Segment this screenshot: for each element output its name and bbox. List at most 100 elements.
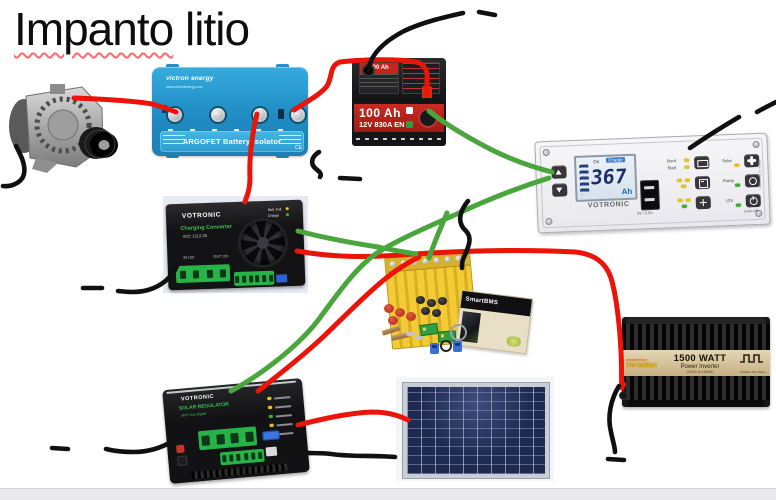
blue-connector xyxy=(430,343,439,354)
key-ring xyxy=(450,324,467,341)
converter-model: VCC 1212-30 xyxy=(182,232,207,239)
converter-name: Charging Converter xyxy=(180,224,233,232)
cell-stud xyxy=(389,260,396,268)
tank-icon-line xyxy=(700,181,705,183)
terminal-hole xyxy=(244,431,254,442)
inverter-title-block: 1500 WATT Power Inverter 12VDC to 115VAC xyxy=(664,353,736,374)
terminal-hole xyxy=(179,270,186,279)
terminal-cap-red xyxy=(384,304,394,313)
battery-top: 100 Ah xyxy=(352,58,446,108)
isolator-post-3 xyxy=(253,108,267,122)
control-panel: On Charge 367 Ah VOTRONIC 5V / 2.5A Bord… xyxy=(534,132,771,234)
wire-black-inverter-ground-dash xyxy=(605,456,627,463)
tank-select-button[interactable] xyxy=(694,175,711,190)
aux-button[interactable] xyxy=(695,195,712,210)
converter-fan xyxy=(240,220,286,266)
power-inverter: windynation VertaMax 1500 WATT Power Inv… xyxy=(619,317,770,407)
label-start: Start xyxy=(667,165,677,171)
charging-converter: VOTRONIC Charging Converter VCC 1212-30 … xyxy=(165,199,306,291)
regulator-name: SOLAR REGULATOR xyxy=(178,401,230,412)
converter-output-label: OUT 12V xyxy=(213,254,229,259)
alternator-hub xyxy=(47,109,79,141)
battery-brand-emblem xyxy=(418,108,438,128)
pulley-hub xyxy=(98,140,110,150)
terminal-hole xyxy=(248,274,253,283)
starter-battery: 100 Ah 100 Ah 12V 830A EN xyxy=(352,58,446,146)
solar-panel-photo xyxy=(396,377,554,481)
led-12v xyxy=(735,203,741,207)
regulator-body: VOTRONIC SOLAR REGULATOR MPP Duo Digital xyxy=(162,378,310,484)
power-icon-bar xyxy=(752,196,754,201)
solar-panel-cells xyxy=(407,387,545,474)
regulator-fuse xyxy=(262,430,280,441)
pump-icon xyxy=(748,176,758,186)
inverter-positive-terminal xyxy=(619,381,626,388)
converter-connector xyxy=(276,274,288,283)
regulator-socket-red xyxy=(176,444,185,454)
led-aux-3 xyxy=(681,184,687,188)
blue-connector xyxy=(453,341,462,352)
inverter-label-band: windynation VertaMax 1500 WATT Power Inv… xyxy=(622,350,770,376)
battery-spec: 12V 830A EN xyxy=(359,120,405,129)
led-aux-2 xyxy=(684,178,690,182)
terminal-hole xyxy=(262,274,267,282)
regulator-led-text xyxy=(275,414,292,417)
terminal-hole xyxy=(193,269,200,278)
regulator-terminal-block-small xyxy=(219,448,265,466)
terminal-cap-red xyxy=(388,316,398,325)
terminal-hole xyxy=(236,453,241,462)
panel-down-button[interactable] xyxy=(551,183,568,197)
converter-led-full-label: Batt. Full xyxy=(267,207,282,212)
regulator-led-text xyxy=(275,405,292,409)
isolator-post-1 xyxy=(168,108,182,122)
led-solar xyxy=(734,163,740,167)
inverter-brand-block: windynation VertaMax xyxy=(622,358,664,369)
inverter-wave-block: Modified Sine Wave xyxy=(736,352,770,374)
cell-stud xyxy=(455,255,462,262)
battery-negative-terminal xyxy=(364,66,373,75)
lcd-bargraph xyxy=(579,164,590,195)
led-start xyxy=(684,165,690,169)
battery-badge-green xyxy=(406,121,413,128)
inverter-base xyxy=(628,400,764,407)
pulley-groove xyxy=(84,129,116,159)
black-ring xyxy=(440,340,452,352)
regulator-socket-black xyxy=(176,455,188,467)
regulator-led-text xyxy=(274,396,291,400)
terminal-hole xyxy=(206,269,213,278)
battery-label-band: 100 Ah 12V 830A EN xyxy=(354,104,444,132)
terminal-hole xyxy=(268,274,273,282)
terminal-cap-red xyxy=(395,308,405,317)
solar-regulator: VOTRONIC SOLAR REGULATOR MPP Duo Digital xyxy=(162,378,310,484)
wire-green-battery-to-control-panel xyxy=(426,108,555,175)
usb-ports[interactable] xyxy=(639,179,661,211)
led-heat-1 xyxy=(677,198,683,203)
converter-led-full xyxy=(285,207,289,211)
led-heat-3 xyxy=(681,204,687,208)
lithium-battery-kit: SmartBMS xyxy=(380,248,534,360)
regulator-connector xyxy=(265,446,278,457)
terminal-hole xyxy=(221,454,227,463)
inverter-top-cap xyxy=(626,317,766,324)
terminal-cap-black xyxy=(416,296,425,304)
bms-box-photo xyxy=(506,335,522,348)
solar-panel-frame xyxy=(402,382,550,479)
terminal-hole xyxy=(230,432,240,443)
terminal-hole xyxy=(258,451,263,460)
regulator-led xyxy=(269,423,274,427)
wire-black-isolator-mark-dash xyxy=(337,175,363,182)
converter-terminal-block-in xyxy=(175,264,231,284)
wire-black-regulator-ground-dash xyxy=(49,445,71,452)
led-bord xyxy=(684,158,690,162)
panel-up-button[interactable] xyxy=(551,165,567,179)
inverter-negative-terminal xyxy=(619,391,628,400)
alternator-vents xyxy=(34,96,92,154)
inverter-fins-bottom xyxy=(622,376,770,400)
usb-label: 5V / 2.5A xyxy=(637,211,653,216)
battery-select-button[interactable] xyxy=(694,155,710,170)
charging-converter-photo: VOTRONIC Charging Converter VCC 1212-30 … xyxy=(163,196,308,293)
lcd-value: 367 xyxy=(589,163,628,190)
regulator-model: MPP Duo Digital xyxy=(181,411,207,418)
terminal-hole xyxy=(255,274,260,282)
regulator-led xyxy=(267,396,272,400)
